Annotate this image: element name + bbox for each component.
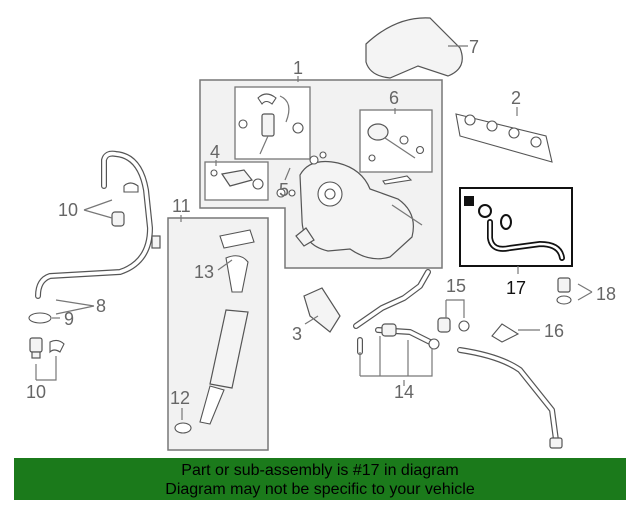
assembly-box-11 [167,217,269,451]
callout-18: 18 [596,284,616,304]
seal-ring-9 [28,312,52,324]
callout-12: 12 [170,388,190,408]
callout-14: 14 [394,382,414,402]
callout-11: 11 [172,196,191,216]
oil-line-part-14 [353,269,563,449]
callout-17: 17 [506,278,526,298]
callout-1: 1 [293,58,303,78]
plug-seal-part-15 [437,317,470,333]
turbocharger-part [276,151,423,260]
bracket-bolt-part [210,169,264,190]
parts-diagram: 1 2 3 4 5 6 7 8 9 10 10 11 12 13 14 15 1… [26,17,616,451]
bracket-part-16 [491,323,520,343]
heat-shield-part [365,17,463,79]
bracket-part-3 [303,287,341,333]
fitting-part-18 [556,277,572,305]
banner-line-1: Part or sub-assembly is #17 in diagram [181,462,459,479]
callout-3: 3 [292,324,302,344]
leader-lines [35,45,593,420]
coolant-pipe-part [35,150,161,299]
actuator-linkage-part [238,93,304,155]
banner-line-2: Diagram may not be specific to your vehi… [165,481,475,498]
sub-assembly-box-6 [359,109,433,173]
highlight-box-17 [459,187,573,267]
callout-10-upper: 10 [58,200,78,220]
wastegate-actuator-part [367,123,425,162]
diagram-notice-banner: Part or sub-assembly is #17 in diagram D… [14,458,626,500]
exhaust-pipe-part [174,229,255,434]
callout-7: 7 [469,37,479,57]
banjo-bolt-10 [29,337,65,359]
callout-2: 2 [511,88,521,108]
callout-5: 5 [279,180,289,200]
callout-4: 4 [210,142,220,162]
oil-return-line-part-17 [464,196,565,261]
callout-15: 15 [446,276,466,296]
callout-13: 13 [194,262,214,282]
callout-9: 9 [64,309,74,329]
callout-6: 6 [389,88,399,108]
callout-8: 8 [96,296,106,316]
callout-16: 16 [544,321,564,341]
callout-10-lower: 10 [26,382,46,402]
